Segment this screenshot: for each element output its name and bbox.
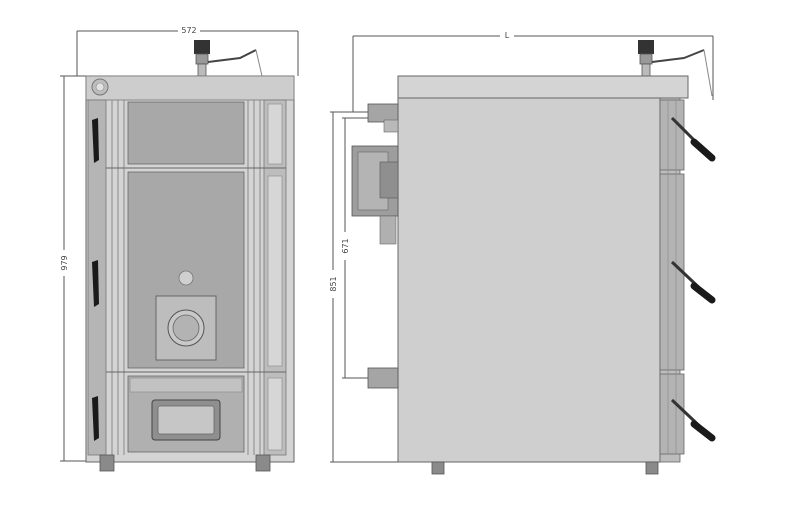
side-panel	[397, 97, 661, 463]
side-foot-front	[645, 461, 659, 475]
side-flue	[638, 40, 713, 97]
inspection-window	[155, 295, 217, 361]
side-length-dimension	[352, 35, 714, 112]
front-door-handles	[92, 118, 99, 441]
outlet-height-label: 851	[329, 276, 338, 291]
inlet-height-label: 671	[341, 238, 350, 253]
front-width-dimension	[76, 30, 299, 76]
upper-door	[127, 101, 245, 165]
side-view: L 851 671	[326, 29, 716, 475]
front-width-label: 572	[181, 26, 196, 35]
front-flue	[194, 40, 263, 77]
front-height-label: 979	[60, 255, 69, 270]
side-foot-rear	[431, 461, 445, 475]
side-door-handles	[670, 116, 716, 442]
front-foot-right	[255, 454, 271, 472]
rear-connections	[351, 103, 399, 389]
side-top-cap	[397, 75, 689, 99]
front-view: 572 979	[56, 24, 299, 472]
side-length-label: L	[505, 31, 510, 40]
front-foot-left	[99, 454, 115, 472]
